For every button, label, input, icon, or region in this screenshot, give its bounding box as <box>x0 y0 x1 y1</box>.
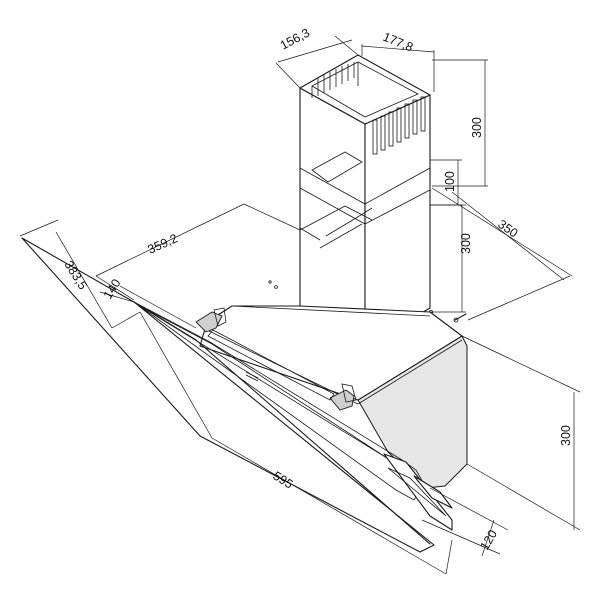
dim-hood-depth: 350 <box>495 217 520 240</box>
dim-chimney-lower-height: 300 <box>459 233 473 254</box>
dim-chimney-width: 156,3 <box>278 26 312 53</box>
dim-hood-top-width: 359,2 <box>146 231 180 257</box>
chimney-upper-right-face <box>365 95 430 346</box>
dim-bottom-offset: 120 <box>477 527 500 552</box>
dim-overlap-height: 100 <box>443 171 457 192</box>
right-mounting-bracket <box>330 390 354 410</box>
dim-chimney-upper-height: 300 <box>470 117 484 138</box>
dim-body-height: 300 <box>559 425 573 446</box>
dim-chimney-depth: 177,8 <box>381 30 415 55</box>
